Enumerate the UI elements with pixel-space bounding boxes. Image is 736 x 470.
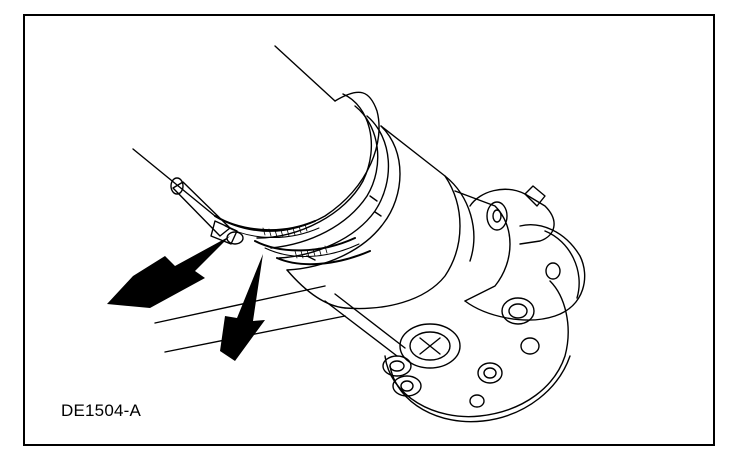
driveshaft-tube xyxy=(132,45,346,353)
companion-flange xyxy=(384,262,571,423)
pointer-arrows xyxy=(107,236,265,361)
driveshaft-clamp-illustration xyxy=(107,45,586,423)
yoke-housing xyxy=(286,125,511,310)
arrow-to-clamp-band xyxy=(220,254,265,361)
clamp-screw xyxy=(170,177,244,245)
arrow-to-clamp-screw xyxy=(107,236,230,308)
flange-bolts xyxy=(324,293,535,397)
figure-label: DE1504-A xyxy=(61,401,142,420)
boot-convolutions xyxy=(214,91,401,271)
illustration-frame: DE1504-A xyxy=(23,14,715,446)
